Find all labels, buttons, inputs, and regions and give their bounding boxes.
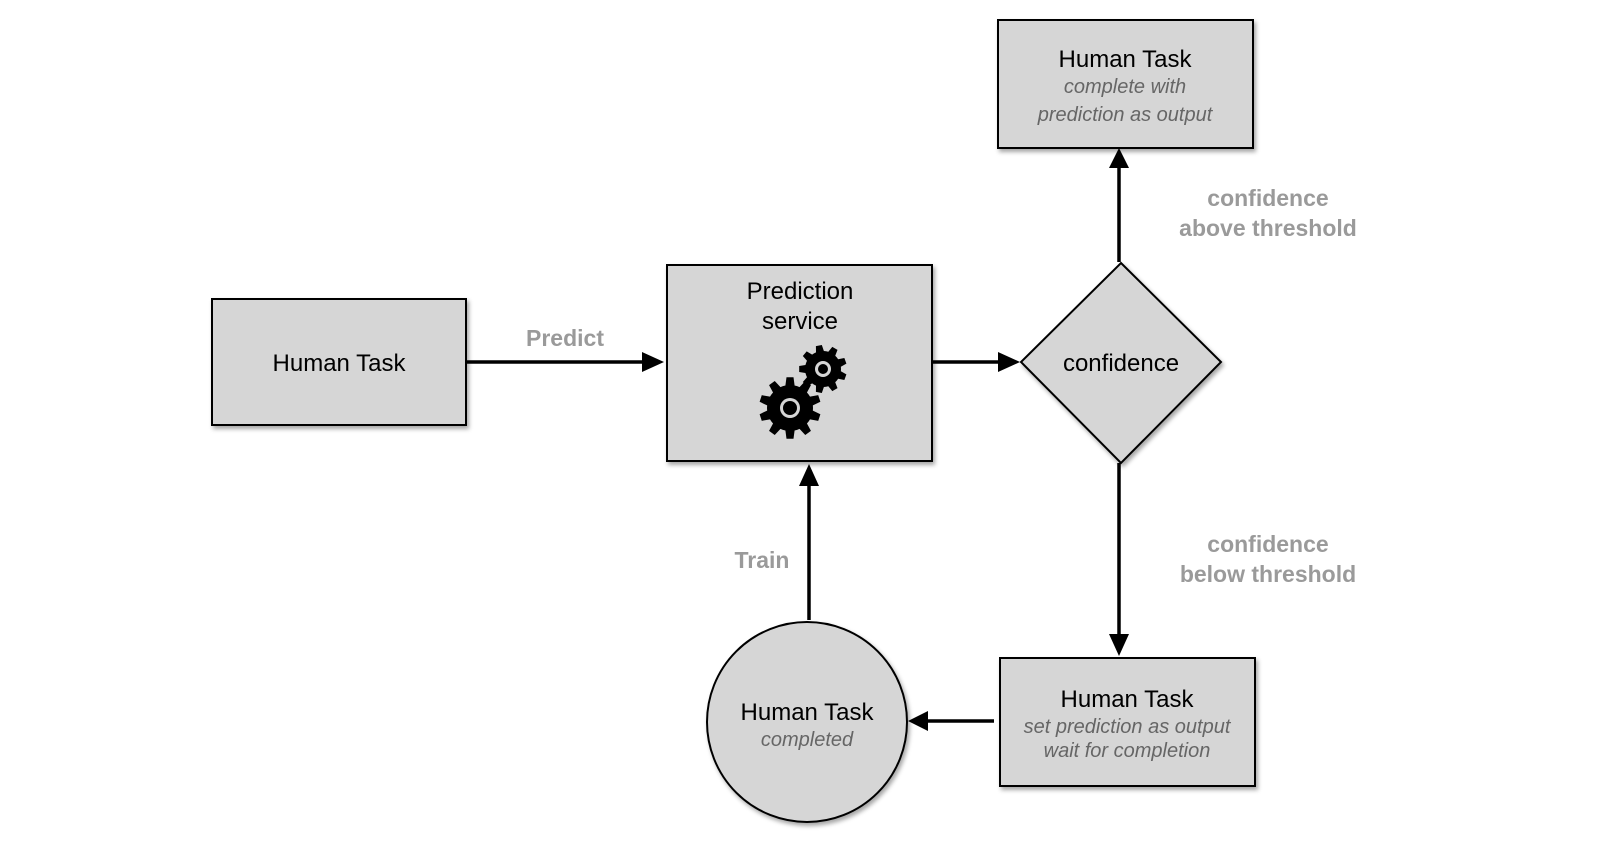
above-label-line-1: confidence: [1207, 185, 1328, 211]
node-prediction-service[interactable]: Prediction service: [666, 264, 933, 462]
confidence-title: confidence: [1063, 350, 1179, 377]
below-arrow-head: [1109, 634, 1129, 656]
edge-above-threshold: confidence above threshold: [1109, 148, 1357, 262]
edge-train: Train: [735, 464, 819, 620]
start-task-box: [211, 298, 467, 426]
node-confidence-gateway[interactable]: confidence: [1019, 261, 1223, 465]
below-label-line-2: below threshold: [1180, 561, 1356, 587]
gear-hub: [783, 401, 797, 415]
edge-predict: Predict: [466, 325, 664, 372]
train-arrow-head: [799, 464, 819, 486]
prediction-service-title-line-2: service: [762, 308, 838, 335]
node-auto-complete-task[interactable]: Human Task complete with prediction as o…: [997, 19, 1254, 149]
manual-task-box: [999, 657, 1256, 787]
above-arrow-head: [1109, 148, 1129, 168]
manual-task-sub-line-2: wait for completion: [1044, 740, 1211, 762]
below-label-line-1: confidence: [1207, 531, 1328, 557]
confidence-diamond: [1019, 261, 1223, 465]
manual-task-title: Human Task: [1061, 686, 1195, 713]
gears-icon: [759, 345, 847, 439]
completed-task-circle: [706, 621, 908, 823]
node-manual-task[interactable]: Human Task set prediction as output wait…: [999, 657, 1256, 787]
manual-task-sub-line-1: set prediction as output: [1024, 716, 1232, 738]
predict-label: Predict: [526, 325, 604, 351]
completed-task-title: Human Task: [741, 699, 875, 726]
edge-manual-to-completed: [908, 711, 994, 731]
node-start-task[interactable]: Human Task: [211, 298, 467, 426]
node-completed-task[interactable]: Human Task completed: [706, 621, 908, 823]
train-label: Train: [735, 547, 790, 573]
prediction-service-title-line-1: Prediction: [747, 278, 854, 305]
service-gateway-arrow-head: [998, 352, 1020, 372]
auto-complete-task-sub-line-2: prediction as output: [1037, 104, 1214, 126]
completed-task-sub: completed: [761, 729, 854, 751]
edge-below-threshold: confidence below threshold: [1109, 463, 1356, 656]
auto-complete-task-box: [997, 19, 1254, 149]
manual-completed-arrow-head: [908, 711, 928, 731]
above-label-line-2: above threshold: [1179, 215, 1357, 241]
start-task-title: Human Task: [273, 350, 407, 377]
auto-complete-task-sub-line-1: complete with: [1064, 76, 1186, 98]
auto-complete-task-title: Human Task: [1059, 46, 1193, 73]
predict-arrow-head: [642, 352, 664, 372]
edge-service-to-gateway: [933, 352, 1020, 372]
gear-hub: [818, 364, 828, 374]
